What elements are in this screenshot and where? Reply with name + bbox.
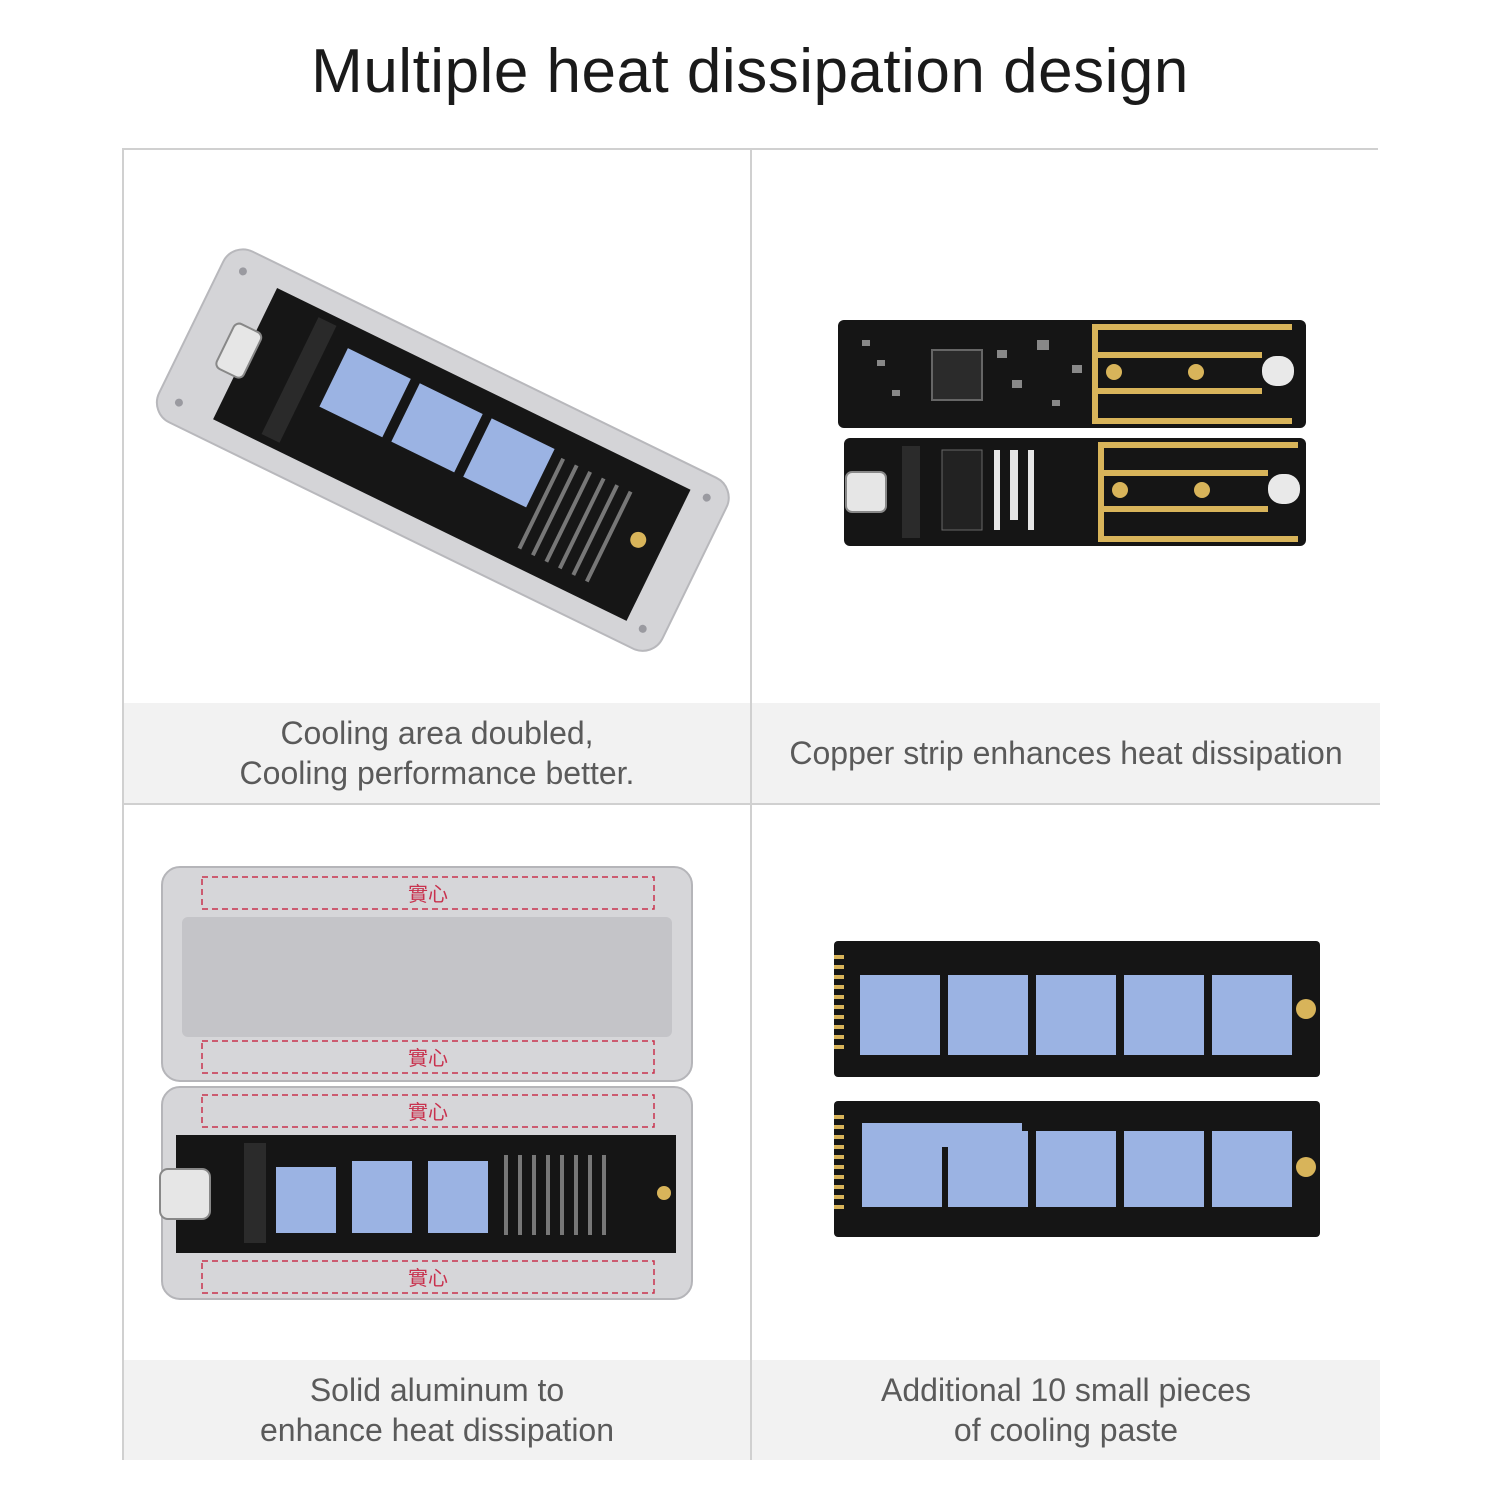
caption: Cooling area doubled, Cooling performanc…: [124, 703, 750, 803]
caption-line: Solid aluminum to: [309, 1372, 565, 1408]
panel-solid-aluminum: 實心 實心 實心 實心: [124, 805, 752, 1460]
solid-label: 實心: [408, 1100, 448, 1124]
caption: Copper strip enhances heat dissipation: [752, 703, 1380, 803]
panel-cooling-area: Cooling area doubled, Cooling performanc…: [124, 150, 752, 805]
caption: Solid aluminum to enhance heat dissipati…: [124, 1360, 750, 1460]
caption-line: Additional 10 small pieces: [881, 1372, 1251, 1408]
caption: Additional 10 small pieces of cooling pa…: [752, 1360, 1380, 1460]
panel-cooling-paste: Additional 10 small pieces of cooling pa…: [752, 805, 1380, 1460]
open-aluminum-case-icon: 實心 實心 實心 實心: [124, 805, 750, 1357]
enclosure-with-ssd-icon: [124, 150, 750, 702]
caption-line: Cooling performance better.: [239, 755, 635, 791]
solid-label: 實心: [408, 1046, 448, 1070]
solid-label: 實心: [408, 1266, 448, 1290]
ssd-with-thermal-pads-icon: [752, 805, 1380, 1357]
adapter-board-icon: [752, 150, 1380, 702]
caption-line: enhance heat dissipation: [259, 1412, 615, 1448]
caption-line: of cooling paste: [953, 1412, 1179, 1448]
page-title: Multiple heat dissipation design: [311, 37, 1189, 106]
panel-copper-strip: Copper strip enhances heat dissipation: [752, 150, 1380, 805]
solid-label: 實心: [408, 882, 448, 906]
caption-line: Copper strip enhances heat dissipation: [789, 735, 1343, 771]
feature-grid: Cooling area doubled, Cooling performanc…: [122, 148, 1380, 1460]
caption-line: Cooling area doubled,: [280, 715, 594, 751]
